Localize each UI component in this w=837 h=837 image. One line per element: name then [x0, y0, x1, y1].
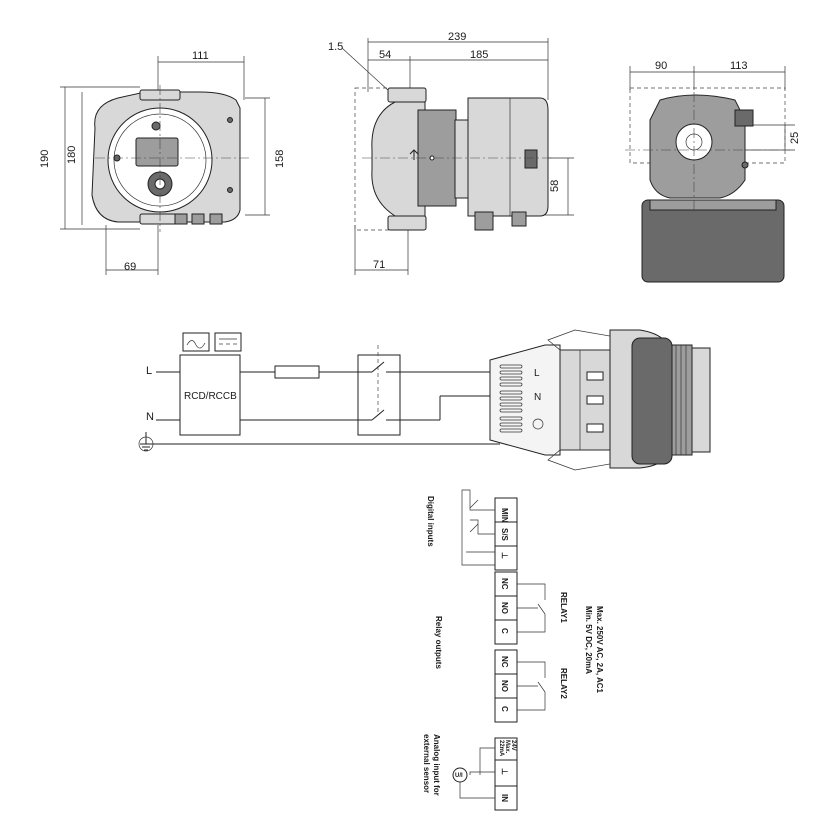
dim-end-right: 113: [730, 60, 748, 72]
switch-box: [357, 354, 401, 436]
meter-icon: [452, 767, 468, 783]
dim-front-height-outer: 190: [39, 150, 51, 168]
relay-rating-1: Max. 250V AC, 2A, AC1: [595, 606, 604, 694]
dim-front-bottom: 69: [124, 261, 136, 273]
pump-connector: [489, 344, 561, 456]
rcd-label: RCD/RCCB: [184, 391, 237, 402]
terminal-diagram: MIN S/S ⊥ Digital inputs NC NO C RELAY1 …: [422, 489, 604, 811]
fuse: [274, 365, 320, 379]
dim-side-bottom: 71: [373, 259, 385, 271]
dim-side-b: 185: [470, 49, 488, 61]
dim-side-total: 239: [448, 31, 466, 43]
relay1-no: NO: [500, 602, 509, 614]
terminal-ss: S/S: [500, 528, 509, 542]
end-view: 90 113 25: [625, 60, 801, 283]
connector-l-label: L: [534, 368, 540, 379]
terminal-digital-gnd: ⊥: [500, 552, 509, 559]
connector-n-label: N: [534, 392, 541, 403]
dc-symbol-icon: [214, 332, 242, 352]
dim-front-width: 111: [192, 50, 209, 62]
terminal-analog-gnd: ⊥: [500, 768, 509, 775]
earth-icon: [138, 436, 154, 452]
terminal-analog-in: IN: [500, 794, 509, 802]
relay2-label: RELAY2: [559, 668, 568, 699]
dim-side-a: 54: [379, 49, 391, 61]
relay1-label: RELAY1: [559, 592, 568, 623]
wiring-diagram: L N RCD/RCCB: [138, 329, 711, 471]
meter-label: U/I: [455, 773, 463, 779]
relay2-c: C: [500, 706, 509, 712]
relay2-nc: NC: [500, 656, 509, 668]
analog-label-2: external sensor: [422, 734, 431, 793]
analog-label-1: Analog input for: [432, 734, 441, 796]
relay-rating-2: Min. 5V DC, 20mA: [584, 606, 593, 674]
side-view: 239 54 185 1.5 71 58: [328, 31, 574, 275]
neutral-label: N: [146, 411, 154, 423]
analog-terminal-block: [494, 737, 518, 811]
dim-front-height-inner: 180: [66, 146, 78, 164]
dim-end-left: 90: [655, 60, 667, 72]
dim-front-height-right: 158: [274, 150, 286, 168]
dim-end-small: 25: [789, 132, 801, 144]
dim-side-right: 58: [549, 180, 561, 192]
ac-symbol-icon: [182, 332, 210, 352]
relay-outputs-label: Relay outputs: [434, 616, 443, 669]
analog-top-2: Max.: [504, 740, 510, 754]
relay2-no: NO: [500, 680, 509, 692]
relay1-c: C: [500, 628, 509, 634]
dim-side-thickness: 1.5: [328, 41, 343, 53]
analog-top-3: 22mA: [498, 740, 504, 757]
digital-inputs-label: Digital inputs: [426, 496, 435, 547]
relay1-nc: NC: [500, 578, 509, 590]
line-label: L: [146, 365, 152, 377]
terminal-min: MIN: [500, 508, 509, 523]
connector-earth-icon: [532, 418, 544, 430]
analog-top-1: 24V: [510, 740, 516, 751]
rcd-box: [179, 354, 241, 436]
front-view: 111 190 180 158 69: [39, 50, 286, 275]
